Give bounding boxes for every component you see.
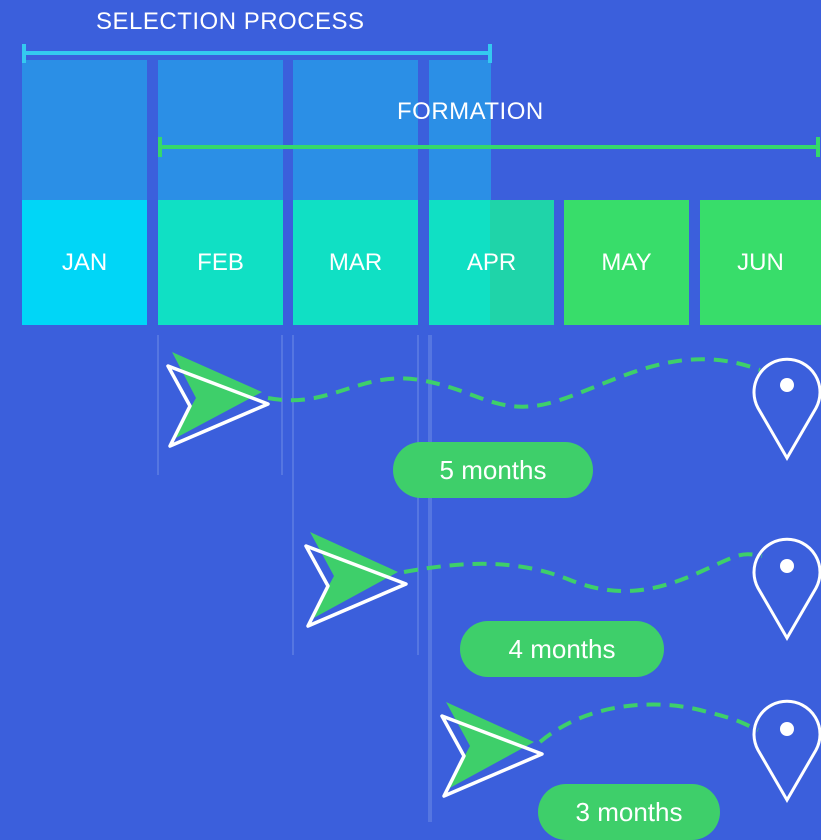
month-mar: MAR	[293, 200, 418, 325]
month-apr: APR	[429, 200, 554, 325]
duration-pill-4-months: 4 months	[460, 621, 664, 677]
selection-column-feb	[158, 60, 283, 200]
arrow-icon	[304, 532, 408, 628]
arrow-icon	[166, 352, 270, 448]
map-pin-icon	[752, 699, 821, 803]
track-1-dashed-path	[267, 357, 761, 409]
formation-bracket	[158, 137, 820, 157]
month-jan: JAN	[22, 200, 147, 325]
month-feb: FEB	[158, 200, 283, 325]
selection-column-jan	[22, 60, 147, 200]
track-2-dashed-path	[403, 552, 763, 593]
selection-process-label: SELECTION PROCESS	[96, 8, 365, 35]
selection-column-mar	[293, 60, 418, 200]
map-pin-icon	[752, 357, 821, 461]
arrow-icon	[440, 702, 544, 798]
month-may: MAY	[564, 200, 689, 325]
selection-column-apr	[429, 60, 491, 200]
duration-pill-5-months: 5 months	[393, 442, 593, 498]
duration-pill-3-months: 3 months	[538, 784, 720, 840]
selection-bracket	[22, 44, 492, 63]
formation-label: FORMATION	[397, 98, 544, 125]
map-pin-icon	[752, 537, 821, 641]
track-3-dashed-path	[538, 702, 759, 744]
month-jun: JUN	[700, 200, 821, 325]
